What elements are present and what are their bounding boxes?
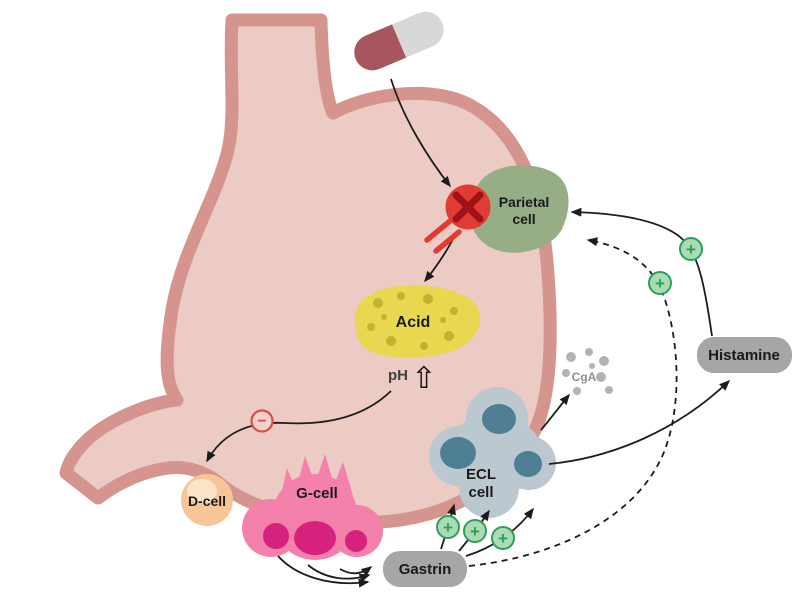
svg-text:+: + [655, 274, 665, 293]
stomach-shape [59, 13, 557, 529]
arrow-ecl-to-histamine [548, 380, 731, 465]
blocked-pump-icon [445, 184, 491, 230]
ph-label: pH [388, 367, 408, 384]
d-cell-label: D-cell [188, 493, 226, 509]
acid-dots [367, 292, 458, 350]
svg-text:−: − [257, 413, 266, 430]
svg-text:+: + [470, 522, 480, 541]
ppi-capsule-icon [354, 11, 444, 71]
minus-icon: − [250, 409, 274, 433]
parietal-cell-label: Parietal [499, 194, 550, 210]
acid-blob [354, 285, 481, 358]
plus-icon: + [648, 271, 672, 295]
g-cell-shape [242, 454, 383, 560]
ecl-cell-shape [429, 387, 556, 518]
arrow-acid-to-d-cell [206, 390, 392, 463]
arrow-gastrin-to-parietal-dashed [468, 237, 678, 567]
ecl-cell-label: ECL [466, 466, 496, 483]
svg-text:+: + [498, 529, 508, 548]
arrow-g-cell-to-gastrin-3 [339, 566, 373, 577]
cga-dots [562, 348, 613, 395]
plus-icon: + [679, 237, 703, 261]
d-cell-shape [181, 474, 233, 526]
arrow-capsule-to-pump [390, 78, 451, 188]
capsule-dark-half [354, 24, 407, 71]
plus-icon: + [436, 515, 460, 539]
arrow-histamine-to-parietal [570, 207, 713, 337]
arrows [206, 78, 731, 588]
plus-icon: + [491, 526, 515, 550]
svg-text:+: + [686, 240, 696, 259]
gastrin-label: Gastrin [399, 561, 452, 578]
histamine-badge [697, 337, 792, 373]
ecl-cell-label-line2: cell [468, 484, 493, 501]
parietal-cell-shape [470, 165, 569, 253]
parietal-cell-label-line2: cell [512, 211, 535, 227]
ph-up-arrow-icon: ⇧ [411, 361, 436, 396]
histamine-label: Histamine [708, 347, 780, 364]
arrow-g-cell-to-gastrin-2 [307, 564, 371, 583]
plus-icon: + [463, 519, 487, 543]
acid-label: Acid [396, 314, 431, 331]
cga-label: CgA [572, 370, 597, 384]
gastrin-badge [383, 551, 467, 587]
svg-text:+: + [443, 518, 453, 537]
inhibition-slashes-icon [424, 218, 462, 254]
arrow-g-cell-to-gastrin-1 [277, 555, 370, 588]
g-cell-label: G-cell [296, 485, 338, 502]
arrow-ecl-to-cga [540, 393, 570, 431]
